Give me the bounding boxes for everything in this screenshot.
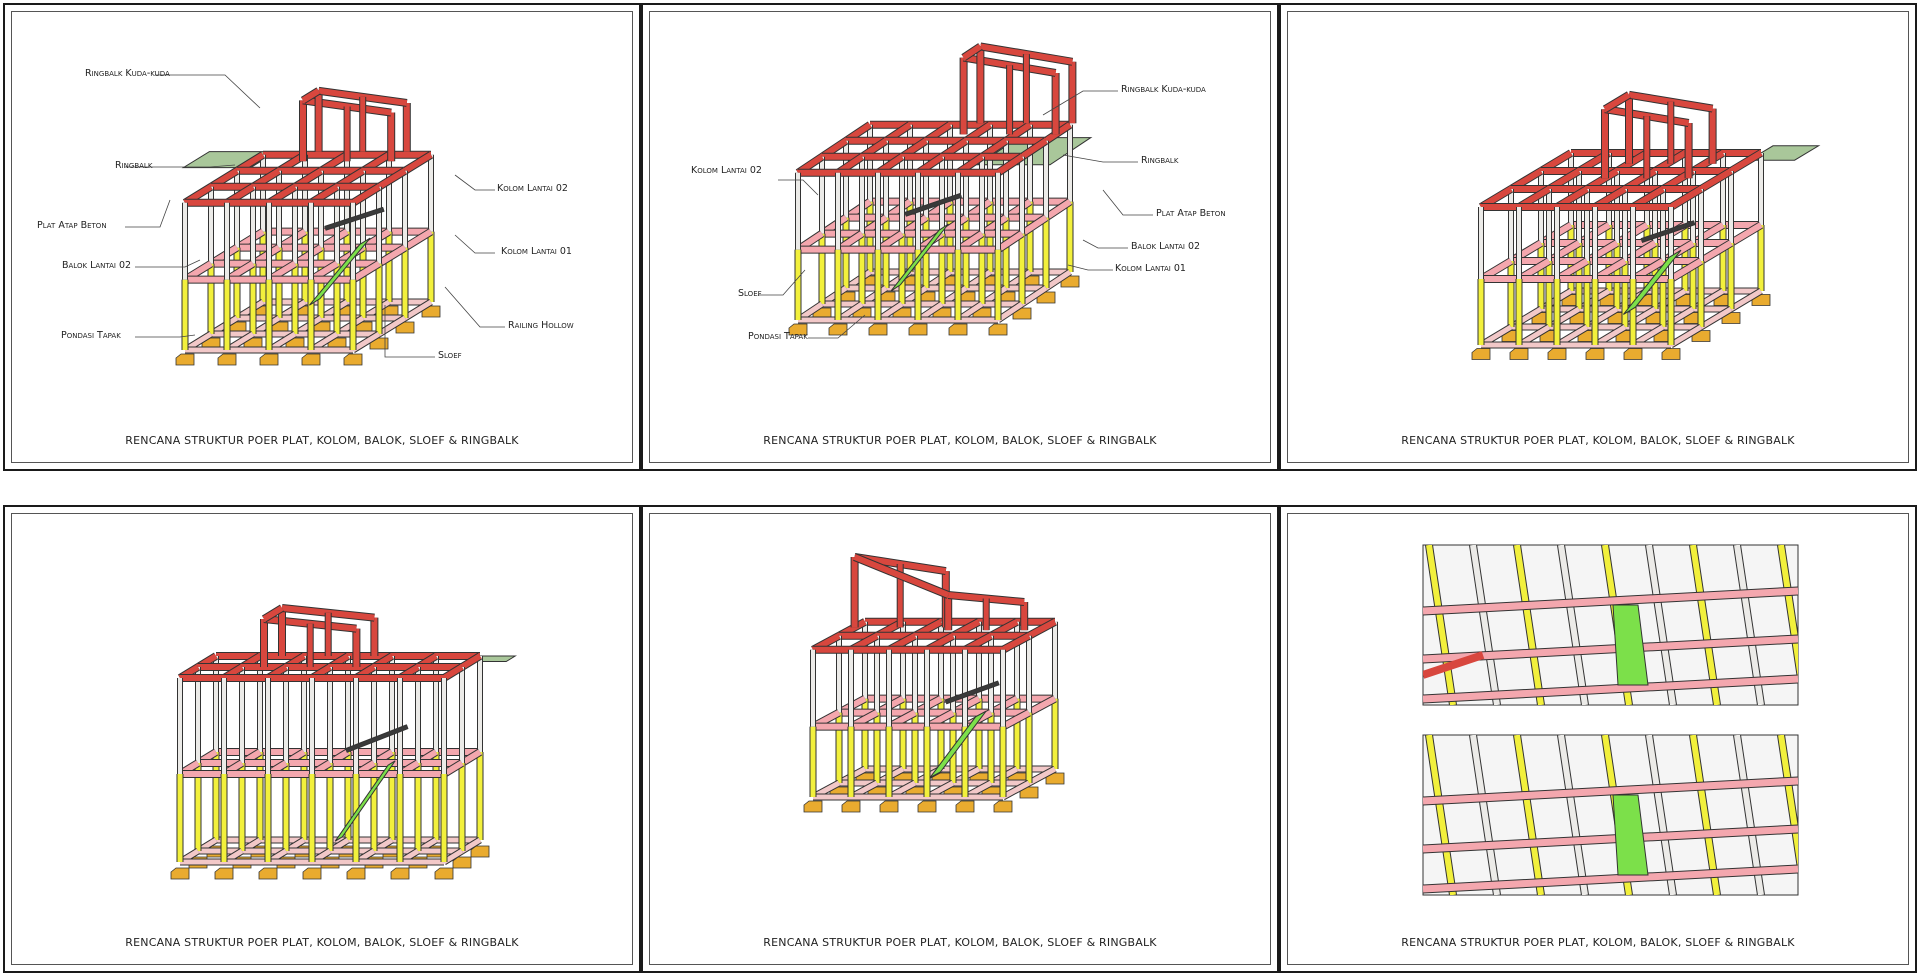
label-railing-hollow: Railing Hollow <box>508 320 574 331</box>
label-balok-lantai-02: Balok Lantai 02 <box>62 260 132 271</box>
label-plat-atap-beton: Plat Atap Beton <box>37 220 107 231</box>
label-kolom-lantai-02: Kolom Lantai 02 <box>497 183 568 194</box>
label-ringbalk: Ringbalk <box>115 160 153 171</box>
sheet-border <box>11 513 633 965</box>
sheet-border <box>649 513 1271 965</box>
sheet-caption: RENCANA STRUKTUR POER PLAT, KOLOM, BALOK… <box>125 434 519 447</box>
sheet-caption: RENCANA STRUKTUR POER PLAT, KOLOM, BALOK… <box>763 434 1157 447</box>
label-ringbalk: Ringbalk <box>1141 155 1179 166</box>
sheet-caption: RENCANA STRUKTUR POER PLAT, KOLOM, BALOK… <box>125 936 519 949</box>
label-sloef: Sloef <box>438 350 462 361</box>
structure-3d-view <box>803 553 1065 813</box>
drawing-sheet-6: RENCANA STRUKTUR POER PLAT, KOLOM, BALOK… <box>1279 505 1917 973</box>
label-kolom-lantai-01: Kolom Lantai 01 <box>501 246 572 257</box>
drawing-sheet-4: RENCANA STRUKTUR POER PLAT, KOLOM, BALOK… <box>3 505 641 973</box>
label-sloef: Sloef <box>738 288 762 299</box>
structure-3d-view <box>170 604 517 880</box>
sheet-border <box>649 11 1271 463</box>
drawing-sheet-3: RENCANA STRUKTUR POER PLAT, KOLOM, BALOK… <box>1279 3 1917 471</box>
sheet-border <box>1287 11 1909 463</box>
structure-3d-view <box>788 42 1093 336</box>
sheet-border <box>11 11 633 463</box>
label-pondasi-tapak: Pondasi Tapak <box>61 330 121 341</box>
drawing-sheet-2: Ringbalk Kuda-kuda Ringbalk Kolom Lantai… <box>641 3 1279 471</box>
structure-detail-views <box>1422 544 1799 896</box>
label-kolom-lantai-01: Kolom Lantai 01 <box>1115 263 1186 274</box>
sheet-border <box>1287 513 1909 965</box>
sheet-caption: RENCANA STRUKTUR POER PLAT, KOLOM, BALOK… <box>1401 434 1795 447</box>
sheet-caption: RENCANA STRUKTUR POER PLAT, KOLOM, BALOK… <box>1401 936 1795 949</box>
drawing-sheet-1: Ringbalk Kuda-kuda Ringbalk Plat Atap Be… <box>3 3 641 471</box>
label-pondasi-tapak: Pondasi Tapak <box>748 331 808 342</box>
label-plat-atap-beton: Plat Atap Beton <box>1156 208 1226 219</box>
drawing-sheet-5: RENCANA STRUKTUR POER PLAT, KOLOM, BALOK… <box>641 505 1279 973</box>
label-ringbalk-kuda-kuda: Ringbalk Kuda-kuda <box>1121 84 1206 95</box>
structure-3d-view <box>1471 90 1821 360</box>
sheet-caption: RENCANA STRUKTUR POER PLAT, KOLOM, BALOK… <box>763 936 1157 949</box>
label-balok-lantai-02: Balok Lantai 02 <box>1131 241 1201 252</box>
label-kolom-lantai-02: Kolom Lantai 02 <box>691 165 762 176</box>
label-ringbalk-kuda-kuda: Ringbalk Kuda-kuda <box>85 68 170 79</box>
